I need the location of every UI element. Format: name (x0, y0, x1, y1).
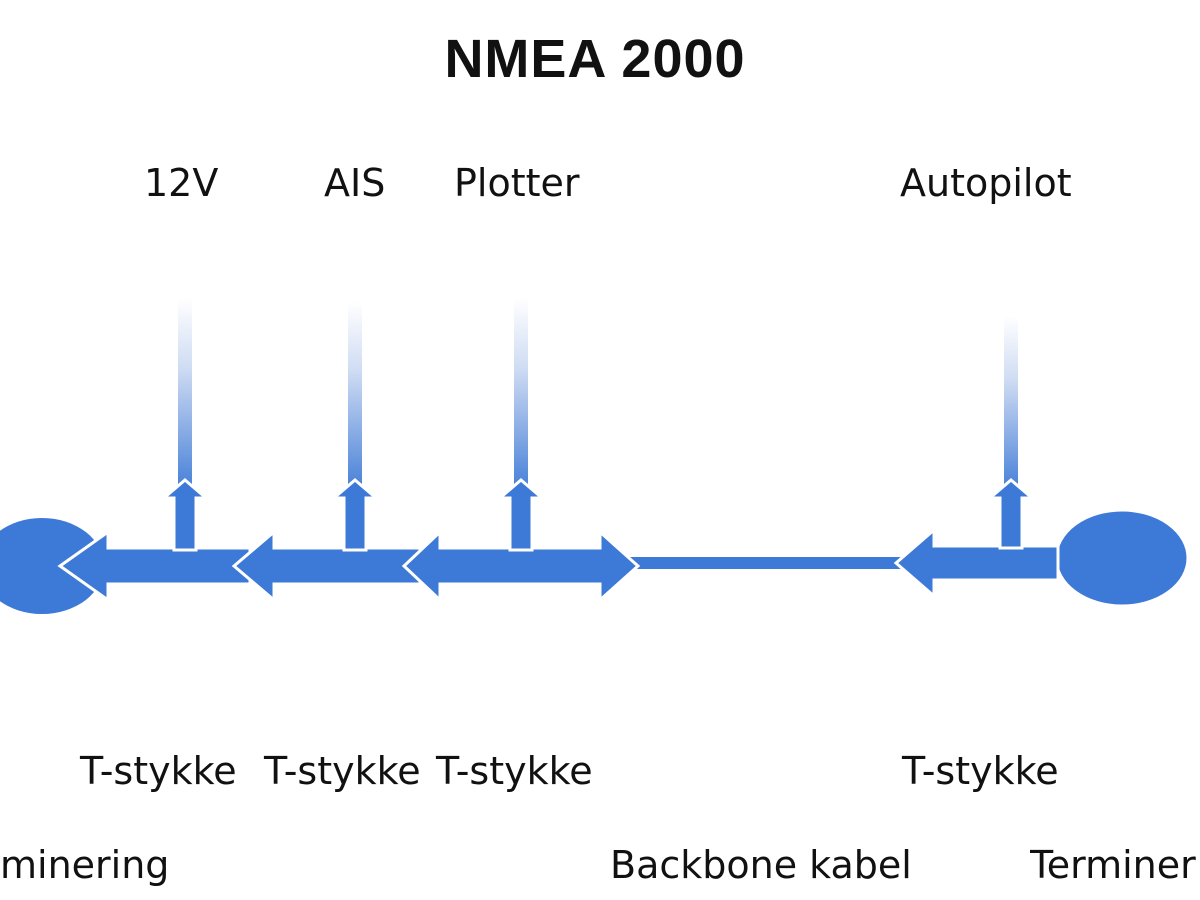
device-label-12v: 12V (144, 161, 219, 205)
device-label-autopilot: Autopilot (900, 161, 1072, 205)
backbone-label: Backbone kabel (610, 843, 912, 887)
t-piece-label-3: T-stykke (436, 749, 593, 793)
drop-cable-12v (178, 298, 192, 498)
right-termination-label: Terminer (1030, 846, 1196, 884)
t-piece-2 (231, 478, 422, 604)
t-piece-4 (893, 478, 1060, 600)
drop-cable-plotter (514, 298, 528, 498)
device-label-ais: AIS (324, 161, 386, 205)
left-terminator (0, 518, 104, 614)
t-piece-label-4: T-stykke (902, 749, 1059, 793)
t-piece-label-1: T-stykke (80, 749, 237, 793)
t-piece-3 (401, 478, 641, 604)
device-label-plotter: Plotter (454, 161, 580, 205)
diagram-title: NMEA 2000 (444, 29, 746, 89)
left-termination-label: minering (0, 843, 170, 887)
drop-cable-autopilot (1004, 316, 1018, 498)
t-piece-label-2: T-stykke (264, 749, 421, 793)
right-terminator (1054, 508, 1190, 608)
backbone-cable (620, 557, 910, 569)
drop-cable-ais (348, 302, 362, 498)
